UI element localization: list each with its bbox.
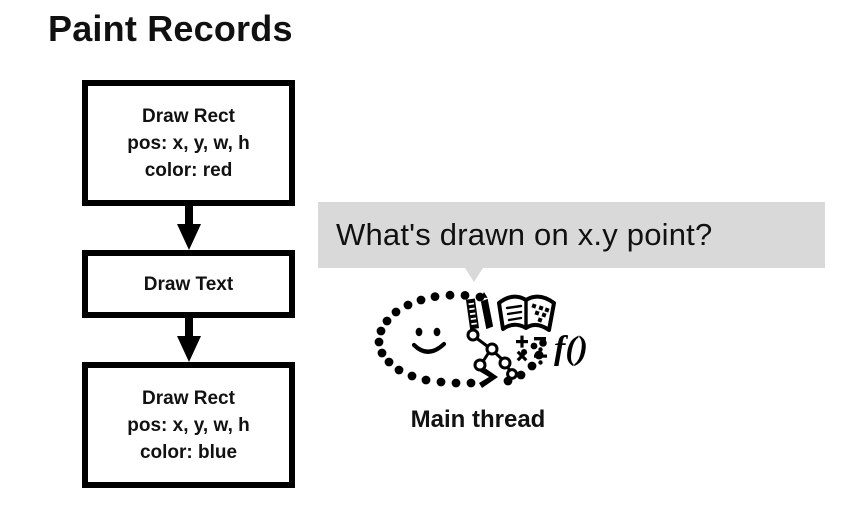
pencil-icon	[480, 292, 494, 330]
page-title: Paint Records	[48, 8, 293, 49]
paint-record-box-draw-rect-red: Draw Rect pos: x, y, w, h color: red	[82, 80, 295, 206]
arrow-shaft	[185, 206, 193, 228]
thought-bubble-dotted-oval-icon	[374, 290, 547, 388]
record-line-pos: pos: x, y, w, h	[127, 132, 250, 154]
speech-bubble-text: What's drawn on x.y point?	[336, 217, 713, 252]
arrow-shaft	[185, 318, 193, 340]
arrow-head	[177, 224, 201, 250]
open-book-icon	[497, 294, 556, 332]
function-notation-icon: f()	[554, 330, 588, 367]
math-operators-icon	[516, 335, 547, 365]
record-line-color: color: red	[144, 159, 233, 181]
record-line-color: color: blue	[139, 441, 238, 463]
thinking-figure-illustration: f()	[358, 283, 598, 403]
record-line-title: Draw Text	[143, 273, 234, 295]
smiley-face-icon	[411, 327, 447, 354]
record-line-pos: pos: x, y, w, h	[127, 414, 250, 436]
main-thread-label: Main thread	[410, 406, 546, 433]
speech-bubble-tail-icon	[465, 268, 483, 282]
record-line-title: Draw Rect	[142, 105, 235, 127]
ruler-icon	[465, 298, 480, 330]
arrow-down-icon	[177, 206, 201, 250]
node-tree-icon	[466, 328, 518, 380]
arrowhead-icon	[479, 366, 498, 388]
paint-record-box-draw-text: Draw Text	[82, 250, 295, 318]
arrow-down-icon	[177, 318, 201, 362]
svg-text:f(): f()	[554, 330, 588, 367]
arrow-head	[177, 336, 201, 362]
speech-bubble: What's drawn on x.y point?	[318, 202, 825, 268]
paint-record-box-draw-rect-blue: Draw Rect pos: x, y, w, h color: blue	[82, 362, 295, 488]
record-line-title: Draw Rect	[142, 387, 235, 409]
